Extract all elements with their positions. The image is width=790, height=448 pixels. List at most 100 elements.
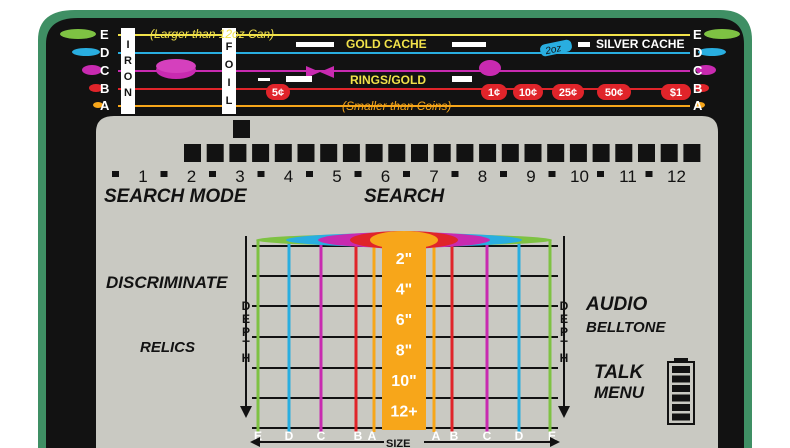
orange-target-icon bbox=[93, 102, 103, 108]
depth-level-label: 12+ bbox=[390, 404, 417, 421]
segment-block bbox=[592, 144, 610, 162]
depth-letter: H bbox=[242, 351, 251, 365]
audio-label: AUDIO bbox=[585, 294, 647, 315]
segment-block bbox=[547, 144, 565, 162]
depth-letter: T bbox=[242, 338, 250, 352]
coin-pill bbox=[266, 84, 290, 100]
depth-letter: D bbox=[242, 299, 251, 313]
segment-block bbox=[433, 144, 451, 162]
depth-level-label: 10" bbox=[391, 373, 416, 390]
segment-block bbox=[683, 144, 701, 162]
legend-letter-left: B bbox=[100, 81, 109, 96]
vertical-letter: R bbox=[124, 55, 132, 67]
coin-value-label: 10¢ bbox=[519, 87, 537, 99]
depth-letter: T bbox=[560, 338, 568, 352]
smaller-than-coins-label: (Smaller than Coins) bbox=[342, 99, 451, 113]
coin-value-label: 50¢ bbox=[605, 87, 623, 99]
scale-number: 10 bbox=[570, 167, 589, 186]
coin-pill bbox=[552, 84, 584, 100]
vertical-letter: I bbox=[227, 77, 230, 89]
battery-segment bbox=[672, 366, 690, 373]
segment-block bbox=[229, 144, 247, 162]
legend-letter-right: E bbox=[693, 27, 702, 42]
segment-block bbox=[411, 144, 428, 162]
menu-label: MENU bbox=[594, 383, 645, 402]
vertical-letter: F bbox=[226, 41, 233, 53]
depth-letter: P bbox=[242, 325, 250, 339]
scale-number: 9 bbox=[526, 167, 535, 186]
battery-segment bbox=[672, 404, 690, 411]
vertical-letter: N bbox=[124, 87, 132, 99]
depth-letter: D bbox=[560, 299, 569, 313]
blue-target-icon bbox=[72, 48, 100, 56]
legend-letter-left: D bbox=[100, 45, 109, 60]
scale-tick bbox=[500, 171, 507, 177]
scale-number: 5 bbox=[332, 167, 341, 186]
gold-cache-label: GOLD CACHE bbox=[346, 37, 427, 51]
depth-letter: E bbox=[560, 312, 568, 326]
bottom-size-letter: D bbox=[285, 429, 294, 443]
scale-number: 11 bbox=[619, 167, 637, 186]
oz-tag-label: 2oz bbox=[543, 43, 562, 57]
scale-number: 4 bbox=[284, 167, 293, 186]
scale-tick bbox=[160, 171, 168, 177]
larger-than-can-label: (Larger than 12oz Can) bbox=[150, 27, 274, 41]
bottom-size-letter: C bbox=[483, 429, 492, 443]
scale-tick bbox=[112, 171, 119, 177]
silver-cache-label: SILVER CACHE bbox=[596, 37, 684, 51]
segment-block bbox=[206, 144, 224, 162]
scale-number: 8 bbox=[478, 167, 487, 186]
segment-block bbox=[297, 144, 315, 162]
vertical-letter: O bbox=[225, 59, 234, 71]
scale-number: 6 bbox=[381, 167, 390, 186]
relics-label: RELICS bbox=[140, 339, 195, 356]
scale-tick bbox=[597, 171, 604, 177]
vertical-letter: I bbox=[126, 39, 129, 51]
rings-gold-label: RINGS/GOLD bbox=[350, 73, 426, 87]
scale-number: 7 bbox=[429, 167, 438, 186]
battery-segment bbox=[672, 413, 690, 421]
coin-value-label: 25¢ bbox=[559, 87, 577, 99]
scale-tick bbox=[306, 171, 313, 177]
segment-block bbox=[569, 144, 587, 162]
red-target-icon bbox=[89, 84, 103, 92]
segment-block bbox=[388, 144, 406, 162]
bottom-size-letter: C bbox=[317, 429, 326, 443]
segment-block bbox=[615, 144, 633, 162]
legend-letter-left: E bbox=[100, 27, 109, 42]
depth-level-label: 8" bbox=[396, 343, 412, 360]
ring-icon bbox=[479, 60, 501, 76]
depth-letter: H bbox=[560, 351, 569, 365]
legend-letter-right: C bbox=[693, 63, 703, 78]
segment-block bbox=[501, 144, 519, 162]
segment-block-raised bbox=[233, 120, 250, 138]
scale-tick bbox=[645, 171, 653, 177]
discriminate-label: DISCRIMINATE bbox=[106, 273, 228, 292]
bottom-size-letter: E bbox=[254, 429, 262, 443]
depth-level-label: 4" bbox=[396, 282, 412, 299]
bottom-size-letter: A bbox=[432, 429, 441, 443]
battery-segment bbox=[672, 375, 690, 383]
coin-pill bbox=[597, 84, 631, 100]
scale-tick bbox=[451, 171, 459, 177]
scale-tick bbox=[257, 171, 265, 177]
scale-number: 3 bbox=[235, 167, 244, 186]
bottom-size-letter: B bbox=[354, 429, 363, 443]
battery-segment bbox=[672, 394, 690, 402]
segment-block bbox=[342, 144, 360, 162]
green-target-icon bbox=[60, 29, 96, 39]
scale-tick bbox=[209, 171, 216, 177]
segment-block bbox=[456, 144, 474, 162]
legend-letter-left: C bbox=[100, 63, 110, 78]
segment-block bbox=[320, 144, 338, 162]
coin-pill bbox=[481, 84, 507, 100]
coin-value-label: 5¢ bbox=[272, 87, 284, 99]
segment-block bbox=[274, 144, 292, 162]
coin-value-label: 1¢ bbox=[488, 87, 500, 99]
vertical-letter: L bbox=[226, 95, 233, 107]
bottom-size-letter: D bbox=[515, 429, 524, 443]
segment-block bbox=[479, 144, 497, 162]
